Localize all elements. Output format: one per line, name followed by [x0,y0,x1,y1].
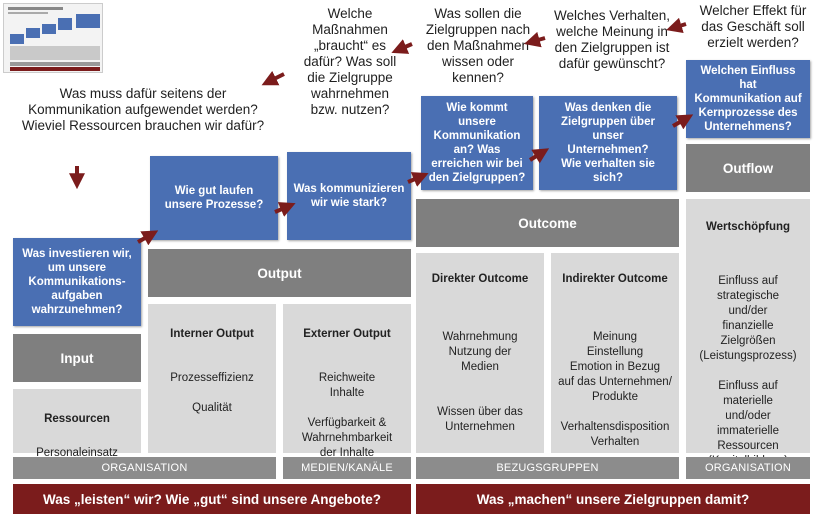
footer-left-question: Was „leisten“ wir? Wie „gut“ sind unsere… [13,484,411,514]
cell-indirect-outcome-body: Meinung Einstellung Emotion in Bezug auf… [558,331,672,448]
cell-direct-outcome-title: Direkter Outcome [431,273,529,285]
question-measures: Welche Maßnahmen „braucht“ es dafür? Was… [303,6,397,117]
cell-wertschoepfung-title: Wertschöpfung [705,221,791,233]
question-effect: Welcher Effekt für das Geschäft soll erz… [699,3,807,50]
cell-wertschoepfung: Wertschöpfung Einfluss auf strategische … [686,199,810,467]
callout-influence: Welchen Einfluss hat Kommunikation auf K… [686,60,810,138]
footer-right-question: Was „machen“ unsere Zielgruppen damit? [416,484,810,514]
stage-outcome: Outcome [416,199,679,247]
callout-invest: Was investieren wir, um unsere Kommunika… [13,238,141,326]
category-reference-groups: BEZUGSGRUPPEN [416,457,679,479]
category-media-channels: MEDIEN/KANÄLE [283,457,411,479]
callout-reach: Wie kommt unsere Kommunikation an? Was e… [421,96,533,190]
cell-ressourcen: Ressourcen Personaleinsatz Finanzaufwand [13,389,141,474]
arrow-left-icon [391,39,413,54]
arrow-icon [407,172,429,187]
cell-direct-outcome: Direkter Outcome Wahrnehmung Nutzung der… [416,253,544,453]
callout-processes: Wie gut laufen unsere Prozesse? [150,156,278,240]
cell-internal-output-title: Interner Output [170,328,254,340]
stage-outflow: Outflow [686,144,810,192]
callout-think: Was denken die Zielgruppen über unser Un… [539,96,677,190]
question-communication-effort: Was muss dafür seitens der Kommunikation… [21,86,265,133]
cell-ressourcen-title: Ressourcen [44,413,110,425]
arrow-icon [528,148,550,164]
thumbnail-image [3,3,103,73]
question-behavior: Welches Verhalten, welche Meinung in den… [553,8,671,71]
cell-internal-output-body: Prozesseffizienz Qualität [170,372,254,414]
arrow-left-icon [261,70,285,86]
arrow-icon [274,202,296,217]
cell-indirect-outcome: Indirekter Outcome Meinung Einstellung E… [551,253,679,453]
cell-wertschoepfung-body: Einfluss auf strategische und/der finanz… [699,275,797,467]
arrow-icon [137,230,159,246]
cell-external-output: Externer Output Reichweite Inhalte Verfü… [283,304,411,474]
category-organisation-right: ORGANISATION [686,457,810,479]
arrow-left-icon [666,17,687,34]
cell-internal-output: Interner Output Prozesseffizienz Qualitä… [148,304,276,453]
arrow-icon [672,114,694,130]
category-organisation-left: ORGANISATION [13,457,276,479]
question-target-groups: Was sollen die Zielgruppen nach den Maßn… [425,6,531,85]
callout-communicate: Was kommunizieren wir wie stark? [287,152,411,240]
stage-output: Output [148,249,411,297]
cell-indirect-outcome-title: Indirekter Outcome [562,273,668,285]
arrow-left-icon [524,31,546,48]
cell-direct-outcome-body: Wahrnehmung Nutzung der Medien Wissen üb… [437,331,523,433]
cell-external-output-title: Externer Output [303,328,391,340]
stage-input: Input [13,334,141,382]
